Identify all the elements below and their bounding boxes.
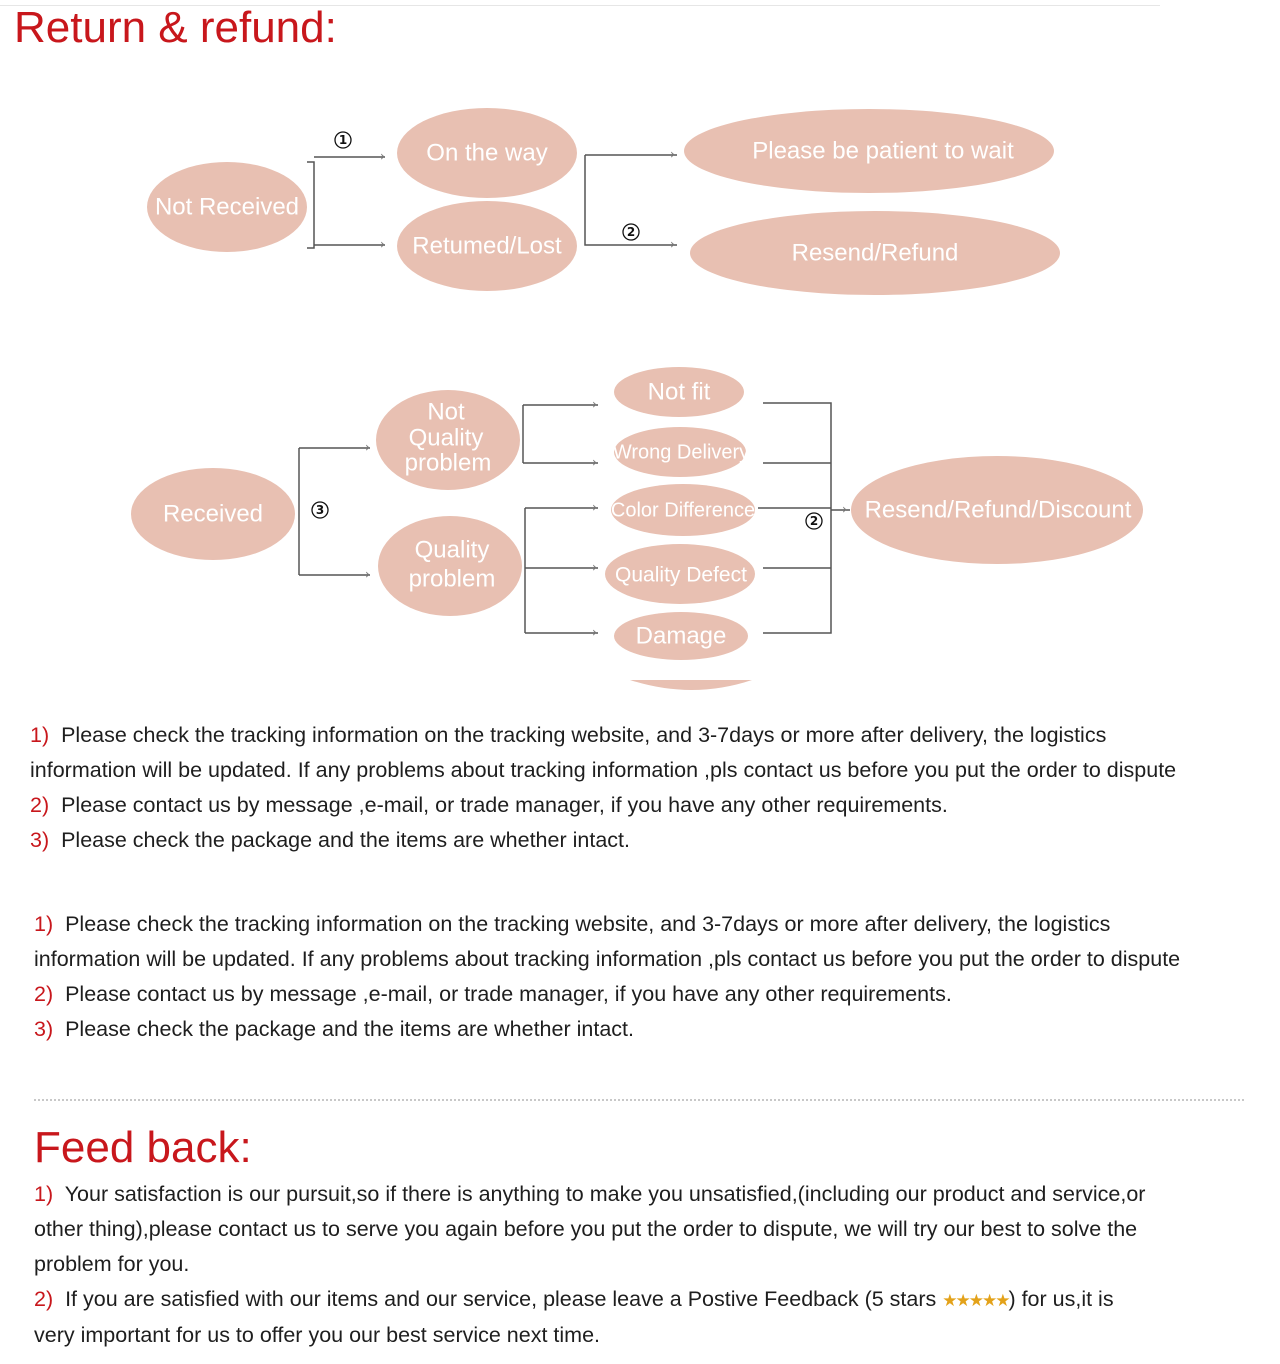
feedback-text: ) for us,it is: [1008, 1287, 1114, 1311]
node-resend-refund: [690, 211, 1060, 295]
feedback-item-continued: other thing),please contact us to serve …: [34, 1217, 1138, 1241]
note-item: 2) Please contact us by message ,e-mail,…: [30, 788, 1270, 823]
feedback-item-continued: problem for you.: [34, 1252, 190, 1276]
node-label-line: problem: [405, 449, 492, 476]
arrow-icon: ›: [670, 148, 675, 163]
node-not-quality-problem: [376, 390, 520, 490]
node-label-line: Quality: [415, 536, 490, 563]
five-stars-icon: ★★★★★: [942, 1291, 1010, 1310]
node-not-fit-label: Not fit: [648, 378, 711, 405]
svg-text:2: 2: [810, 514, 818, 528]
feedback-item-continued: very important for us to offer you our b…: [34, 1323, 601, 1347]
feedback-number: 2): [34, 1287, 54, 1311]
node-on-the-way-label: On the way: [426, 139, 547, 166]
arrow-icon: ›: [380, 150, 385, 165]
node-resend-refund-discount-label: Resend/Refund/Discount: [865, 496, 1132, 523]
note-text: Please contact us by message ,e-mail, or…: [61, 793, 948, 817]
node-resend-refund-discount: [851, 456, 1143, 564]
note-text: Please check the tracking information on…: [61, 723, 1107, 747]
node-received-label: Received: [163, 500, 263, 527]
notes-block-a: 1) Please check the tracking information…: [30, 718, 1270, 858]
connector: [584, 155, 677, 246]
step-number-2: 2: [805, 512, 823, 530]
note-number: 1): [34, 912, 54, 936]
node-not-received-label: Not Received: [155, 193, 299, 220]
node-wrong-delivery: [614, 427, 746, 477]
feedback-block: 1) Your satisfaction is our pursuit,so i…: [34, 1177, 1274, 1353]
arrow-icon: ›: [670, 238, 675, 253]
node-resend-refund-label: Resend/Refund: [792, 239, 959, 266]
node-label-line: problem: [409, 565, 496, 592]
node-partial: [630, 680, 752, 690]
note-number: 3): [30, 828, 50, 852]
feedback-text: If you are satisfied with our items and …: [65, 1287, 943, 1311]
note-text: Please check the tracking information on…: [65, 912, 1111, 936]
svg-text:3: 3: [316, 503, 324, 517]
svg-text:2: 2: [627, 225, 635, 239]
arrow-icon: ›: [380, 238, 385, 253]
node-label-line: Not: [427, 398, 465, 425]
node-please-wait: [684, 109, 1054, 193]
node-received: [131, 468, 295, 560]
feedback-item: 1) Your satisfaction is our pursuit,so i…: [34, 1177, 1274, 1212]
note-item: 3) Please check the package and the item…: [30, 823, 1270, 858]
svg-text:1: 1: [339, 133, 347, 147]
step-number-2: 2: [622, 223, 640, 241]
node-quality-defect: [605, 544, 755, 604]
dotted-divider: [34, 1099, 1244, 1101]
node-label-line: Quality: [409, 424, 484, 451]
node-quality-problem: [378, 516, 522, 616]
arrow-icon: ›: [592, 456, 597, 471]
return-refund-title: Return & refund:: [14, 3, 337, 52]
note-text: Please contact us by message ,e-mail, or…: [65, 982, 952, 1006]
node-returned-lost: [397, 201, 577, 291]
step-number-3: 3: [311, 501, 329, 519]
node-color-difference-label: Color Difference: [611, 499, 755, 521]
note-number: 3): [34, 1017, 54, 1041]
node-damage: [614, 612, 748, 660]
note-item: 3) Please check the package and the item…: [34, 1012, 1274, 1047]
note-number: 2): [30, 793, 50, 817]
node-color-difference: [611, 484, 755, 536]
note-item-continued: information will be updated. If any prob…: [34, 947, 1181, 971]
top-divider: [0, 5, 1160, 6]
note-item: 2) Please contact us by message ,e-mail,…: [34, 977, 1274, 1012]
node-returned-lost-label: Retumed/Lost: [412, 232, 562, 259]
step-number-1: 1: [334, 131, 352, 149]
feedback-number: 1): [34, 1182, 54, 1206]
note-text: Please check the package and the items a…: [61, 828, 630, 852]
node-not-fit: [614, 367, 744, 417]
note-item: 1) Please check the tracking information…: [34, 907, 1274, 942]
arrow-icon: ›: [365, 441, 370, 456]
node-wrong-delivery-label: Wrong Delivery: [613, 441, 749, 463]
node-quality-defect-label: Quality Defect: [615, 564, 747, 587]
note-item: 1) Please check the tracking information…: [30, 718, 1270, 753]
refund-flowchart: Not Received › › 1 On the way Retumed/Lo…: [131, 108, 1143, 690]
note-text: Please check the package and the items a…: [65, 1017, 634, 1041]
node-not-received: [147, 162, 307, 252]
arrow-icon: ›: [842, 503, 847, 518]
feedback-text: Your satisfaction is our pursuit,so if t…: [64, 1182, 1146, 1206]
node-damage-label: Damage: [636, 622, 727, 649]
connector: [307, 161, 315, 249]
arrow-icon: ›: [592, 398, 597, 413]
note-number: 2): [34, 982, 54, 1006]
note-number: 1): [30, 723, 50, 747]
arrow-icon: ›: [592, 501, 597, 516]
feedback-item: 2) If you are satisfied with our items a…: [34, 1282, 1274, 1318]
node-please-wait-label: Please be patient to wait: [752, 137, 1014, 164]
flow-received: Received › › 3 Not Quality problem Quali…: [131, 367, 1143, 690]
flow-not-received: Not Received › › 1 On the way Retumed/Lo…: [147, 108, 1060, 295]
node-on-the-way: [397, 108, 577, 198]
note-item-continued: information will be updated. If any prob…: [30, 758, 1177, 782]
connector: [763, 402, 832, 634]
arrow-icon: ›: [592, 626, 597, 641]
arrow-icon: ›: [592, 561, 597, 576]
feedback-title: Feed back:: [34, 1123, 252, 1172]
arrow-icon: ›: [365, 568, 370, 583]
notes-block-b: 1) Please check the tracking information…: [34, 907, 1274, 1047]
